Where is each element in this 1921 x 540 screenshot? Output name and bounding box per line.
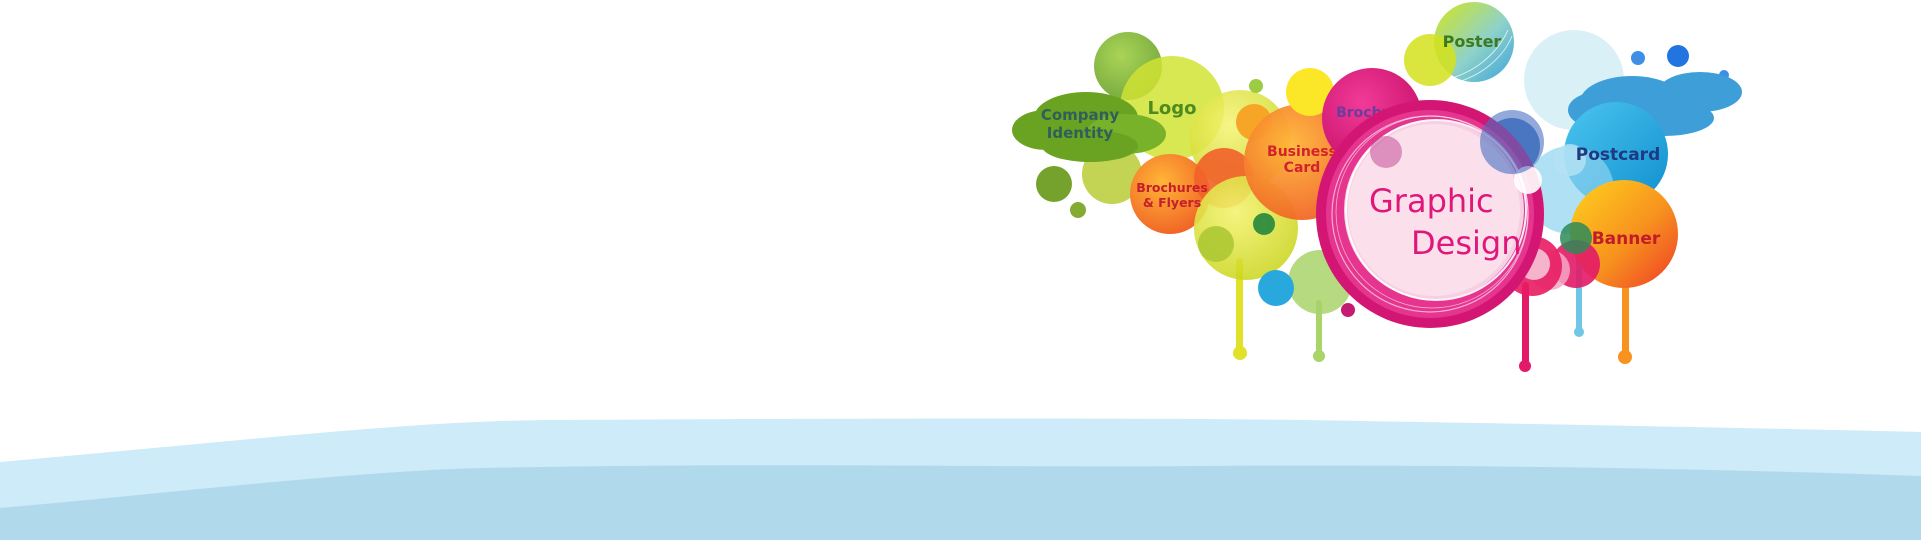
business-card-label-line1: Business xyxy=(1267,144,1337,160)
company-identity-label-line2: Identity xyxy=(1047,124,1114,142)
wave-dark-band xyxy=(0,465,1921,540)
design-label: Design xyxy=(1411,224,1521,262)
poster-label: Poster xyxy=(1443,32,1502,51)
postcard-label: Postcard xyxy=(1576,145,1661,165)
graphic-label: Graphic xyxy=(1369,182,1494,220)
brochures-flyers-label-line2: & Flyers xyxy=(1143,195,1201,210)
company-identity-label-line1: Company xyxy=(1041,106,1119,124)
left-bubbles xyxy=(1036,32,1372,317)
brochures-flyers-label-line1: Brochures xyxy=(1136,180,1208,195)
graphic-design-ring xyxy=(1316,100,1544,328)
company-identity-cloud: Company Identity xyxy=(1012,92,1166,162)
banner-label: Banner xyxy=(1592,229,1661,249)
right-bubbles xyxy=(1484,30,1742,234)
logo-label: Logo xyxy=(1147,98,1196,119)
business-card-label-line2: Card xyxy=(1284,160,1321,176)
